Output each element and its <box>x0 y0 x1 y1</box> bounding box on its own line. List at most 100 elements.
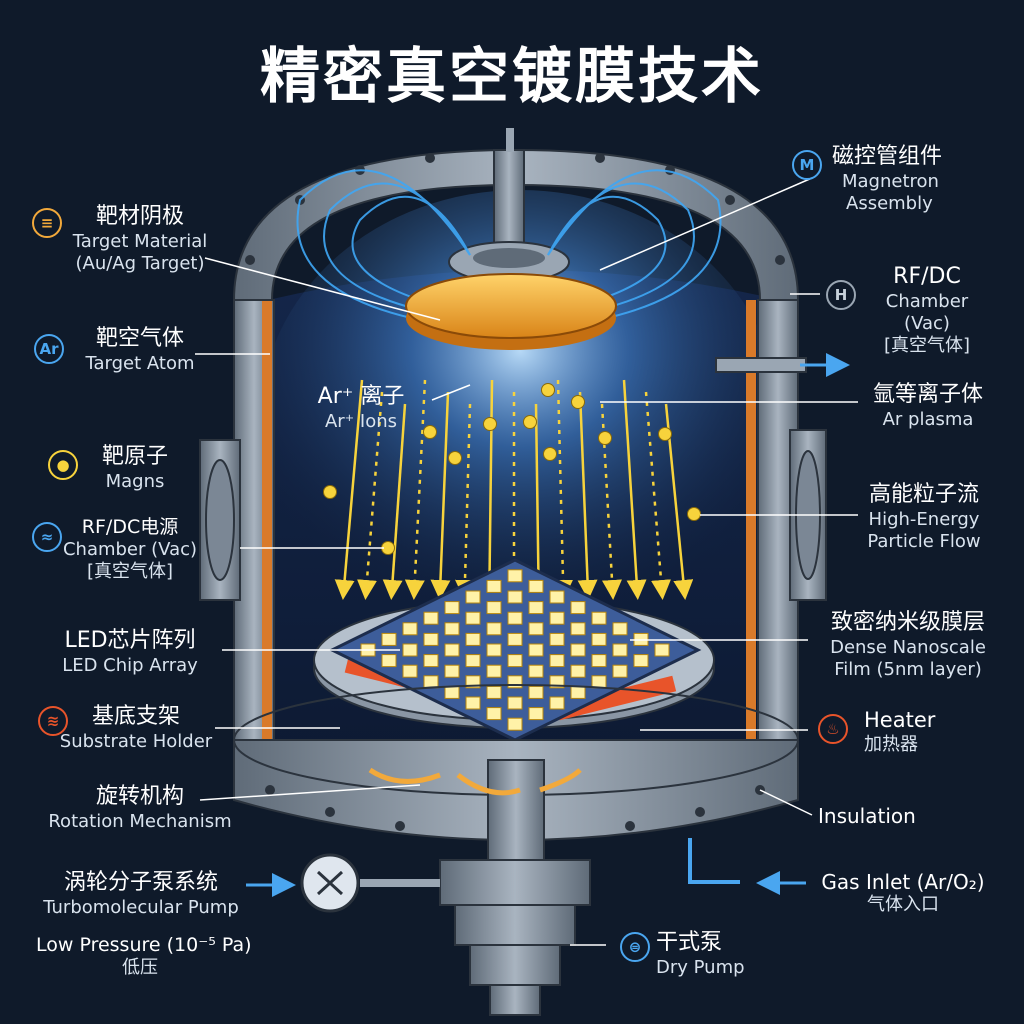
magnetron-zh: 磁控管组件 <box>832 144 943 169</box>
particle-arrow <box>479 379 500 600</box>
label-turbo-pump: 涡轮分子泵系统 Turbomolecular Pump <box>36 870 246 919</box>
sputtered-atom <box>323 485 337 499</box>
left-port <box>199 439 241 601</box>
top-bolts <box>245 153 785 265</box>
sputtered-atom <box>523 415 537 429</box>
led-chip <box>591 675 607 689</box>
particle-flow-en2: Particle Flow <box>867 530 981 552</box>
heat-waves-icon: ≋ <box>38 706 68 736</box>
page-title: 精密真空镀膜技术 <box>260 42 764 112</box>
led-chip <box>528 601 544 615</box>
led-chip <box>465 632 481 646</box>
substrate-holder-zh: 基底支架 <box>91 704 180 729</box>
led-chip <box>507 590 523 604</box>
power-en1: Chamber (Vac) <box>62 539 198 561</box>
shaft-rod <box>506 128 514 152</box>
leader-lines <box>195 177 858 946</box>
magnetron-shaft <box>493 149 525 246</box>
h-circle-icon: H <box>826 280 856 310</box>
particle-arrow <box>622 379 647 600</box>
led-chip <box>486 579 502 593</box>
led-chip <box>549 654 565 668</box>
low-pressure-en: Low Pressure (10⁻⁵ Pa) <box>36 934 252 956</box>
led-chip <box>612 664 628 678</box>
label-target-material: 靶材阴极 Target Material (Au/Ag Target) <box>60 204 220 275</box>
magns-en: Magns <box>105 470 165 492</box>
led-chip <box>591 654 607 668</box>
dot-circle-icon: ● <box>48 450 78 480</box>
label-low-pressure: Low Pressure (10⁻⁵ Pa) 低压 <box>36 934 266 979</box>
ar-plasma-zh: 氩等离子体 <box>872 382 983 407</box>
label-gas-inlet: Gas Inlet (Ar/O₂) 气体入口 <box>808 870 998 916</box>
label-ar-ions: Ar⁺ 离子 Ar⁺ Ions <box>306 384 416 433</box>
label-magns: 靶原子 Magns <box>80 444 190 493</box>
led-chip <box>486 643 502 657</box>
led-chip <box>570 622 586 636</box>
led-chip <box>381 632 397 646</box>
led-chip <box>612 643 628 657</box>
label-ar-plasma: 氩等离子体 Ar plasma <box>858 382 998 431</box>
m-circle-icon: M <box>792 150 822 180</box>
low-pressure-zh: 低压 <box>122 957 158 979</box>
led-chip <box>486 601 502 615</box>
led-array-en: LED Chip Array <box>62 654 198 676</box>
led-chip <box>507 611 523 625</box>
lower-bolts <box>265 785 765 831</box>
led-chip <box>486 707 502 721</box>
label-dry-pump: 干式泵 Dry Pump <box>656 930 766 979</box>
led-chip <box>465 611 481 625</box>
wave-icon: ≈ <box>32 522 62 552</box>
turbo-pump-en: Turbomolecular Pump <box>43 896 239 918</box>
led-chip <box>465 654 481 668</box>
label-rfdc-chamber: RF/DC Chamber (Vac) [真空气体] <box>862 264 992 357</box>
insulation-en: Insulation <box>818 804 916 828</box>
target-atom-zh: 靶空气体 <box>95 326 184 351</box>
led-chip <box>570 601 586 615</box>
sputtered-atom <box>543 447 557 461</box>
led-chip <box>444 643 460 657</box>
gas-inlet-zh: 气体入口 <box>867 894 939 916</box>
heater-zh: 加热器 <box>864 733 918 755</box>
gas-inlet-pipe <box>688 838 740 884</box>
led-chip <box>549 696 565 710</box>
pressure-gauge <box>300 853 440 913</box>
led-chip <box>528 579 544 593</box>
led-chip <box>444 622 460 636</box>
sputtered-atom <box>448 451 462 465</box>
led-chip <box>570 643 586 657</box>
led-chip <box>507 569 523 583</box>
dry-pump-zh: 干式泵 <box>656 930 723 955</box>
led-chip <box>570 685 586 699</box>
magnetron-en1: Magnetron <box>842 170 939 192</box>
particle-arrow <box>644 391 672 600</box>
led-chip <box>465 696 481 710</box>
pump-icon: ⊜ <box>620 932 650 962</box>
particle-flow-zh: 高能粒子流 <box>868 482 979 507</box>
label-dense-film: 致密纳米级膜层 Dense Nanoscale Film (5nm layer) <box>808 610 1008 681</box>
dense-film-en2: Film (5nm layer) <box>834 658 982 680</box>
sputtered-atom <box>658 427 672 441</box>
left-insulation <box>262 300 272 740</box>
led-chip <box>486 664 502 678</box>
led-chip <box>444 664 460 678</box>
label-particle-flow: 高能粒子流 High-Energy Particle Flow <box>854 482 994 553</box>
particle-arrow <box>528 403 549 600</box>
magnetic-field-lines <box>296 169 722 321</box>
gas-inlet-en: Gas Inlet (Ar/O₂) <box>821 870 985 894</box>
led-chip <box>486 622 502 636</box>
led-chip <box>507 717 523 731</box>
led-chip <box>423 654 439 668</box>
particle-arrow <box>356 391 384 600</box>
target-material-zh: 靶材阴极 <box>95 204 184 229</box>
right-insulation <box>746 300 756 740</box>
led-chip <box>591 611 607 625</box>
sputtered-atom <box>483 417 497 431</box>
led-chip <box>444 685 460 699</box>
led-chip <box>381 654 397 668</box>
target-disc <box>405 273 617 350</box>
particle-arrow <box>430 391 451 600</box>
led-chip <box>549 632 565 646</box>
sputtered-atom <box>687 507 701 521</box>
target-material-en1: Target Material <box>72 230 208 252</box>
particle-arrow <box>382 403 407 600</box>
